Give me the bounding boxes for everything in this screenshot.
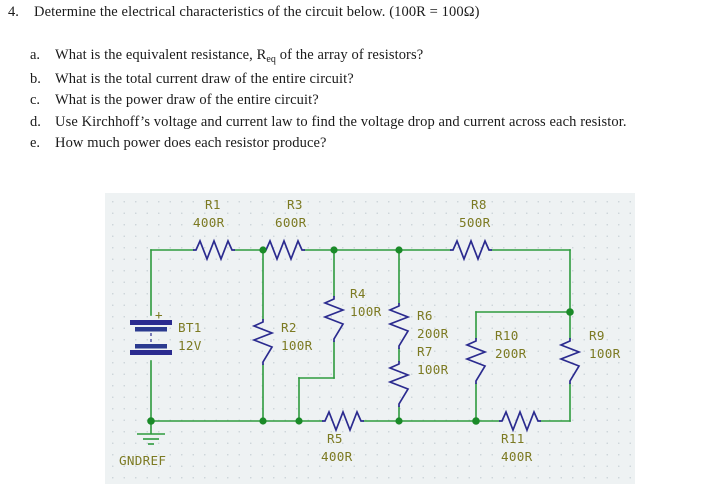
resistor-r8-symbol: [450, 238, 492, 262]
label-r5-ref: R5: [327, 431, 343, 446]
sub-text-a-pre: What is the equivalent resistance, R: [55, 47, 267, 63]
label-r11-value: 400R: [501, 449, 533, 464]
label-r6-value: 200R: [417, 326, 449, 341]
label-r5-value: 400R: [321, 449, 353, 464]
sub-question-a: a. What is the equivalent resistance, Re…: [30, 45, 710, 68]
junction-bottom-r2: [259, 417, 267, 425]
label-r4-value: 100R: [350, 304, 382, 319]
junction-bottom-r4: [295, 417, 303, 425]
label-r1-value: 400R: [193, 215, 225, 230]
resistor-r3-symbol: [263, 238, 305, 262]
sub-question-list: a. What is the equivalent resistance, Re…: [30, 45, 710, 155]
label-r3-ref: R3: [287, 197, 303, 212]
resistor-r2-symbol: [251, 319, 275, 365]
label-r2-ref: R2: [281, 320, 297, 335]
battery-polarity-label: +: [155, 307, 163, 322]
sub-text-d: Use Kirchhoff’s voltage and current law …: [55, 113, 627, 130]
sub-text-a-subscript: eq: [266, 53, 277, 65]
battery-plate-positive: [130, 320, 172, 325]
question-number: 4.: [8, 4, 19, 20]
junction-top-r6: [395, 246, 403, 254]
label-r6-ref: R6: [417, 308, 433, 323]
sub-marker-c: c.: [30, 92, 41, 108]
battery-symbol: [130, 320, 172, 355]
label-bt1-value: 12V: [178, 338, 202, 353]
sub-text-a: What is the equivalent resistance, Req o…: [55, 45, 423, 68]
sub-marker-b: b.: [30, 70, 41, 87]
battery-plate-negative: [130, 350, 172, 355]
sub-question-e: e. How much power does each resistor pro…: [30, 133, 710, 154]
circuit-schematic: + R1 400R R3 600R R8 500R: [119, 197, 621, 468]
resistor-r11-symbol: [499, 409, 541, 433]
label-r11-ref: R11: [501, 431, 525, 446]
label-r4-ref: R4: [350, 286, 366, 301]
question-main: 4. Determine the electrical characterist…: [8, 3, 698, 22]
sub-text-e: How much power does each resistor produc…: [55, 135, 327, 151]
label-r7-ref: R7: [417, 344, 433, 359]
sub-question-b: b. What is the total current draw of the…: [30, 69, 710, 90]
label-r8-value: 500R: [459, 215, 491, 230]
resistor-r7-symbol: [387, 361, 411, 407]
resistor-r9-symbol: [558, 338, 582, 384]
resistor-symbols: [193, 238, 582, 433]
sub-text-c: What is the power draw of the entire cir…: [55, 92, 319, 108]
resistor-r10-symbol: [464, 338, 488, 384]
label-r9-value: 100R: [589, 346, 621, 361]
question-prompt: Determine the electrical characteristics…: [34, 4, 480, 20]
resistor-r5-symbol: [322, 409, 364, 433]
label-r2-value: 100R: [281, 338, 313, 353]
junction-bottom-r10: [472, 417, 480, 425]
label-r10-ref: R10: [495, 328, 519, 343]
sub-text-b: What is the total current draw of the en…: [55, 70, 354, 87]
sub-marker-e: e.: [30, 135, 41, 151]
schematic-labels: R1 400R R3 600R R8 500R R4 100R R6 200R …: [119, 197, 621, 468]
label-r7-value: 100R: [417, 362, 449, 377]
junction-top-r4: [330, 246, 338, 254]
sub-question-c: c. What is the power draw of the entire …: [30, 90, 710, 111]
label-r1-ref: R1: [205, 197, 221, 212]
junction-bottom-r7: [395, 417, 403, 425]
sub-marker-a: a.: [30, 47, 41, 63]
junction-r9-r10-top: [566, 308, 574, 316]
junction-top-r2: [259, 246, 267, 254]
sub-marker-d: d.: [30, 113, 41, 130]
battery-plate-negative-inner: [135, 344, 167, 349]
resistor-r6-symbol: [387, 303, 411, 349]
label-r10-value: 200R: [495, 346, 527, 361]
circuit-schematic-panel: + R1 400R R3 600R R8 500R: [105, 193, 635, 484]
label-r8-ref: R8: [471, 197, 487, 212]
junction-bottom-gnd: [147, 417, 155, 425]
sub-text-a-post: of the array of resistors?: [276, 47, 424, 63]
label-gnd-ref: GNDREF: [119, 453, 166, 468]
wire-network: [150, 249, 571, 422]
label-r3-value: 600R: [275, 215, 307, 230]
label-bt1-ref: BT1: [178, 320, 202, 335]
resistor-r4-symbol: [322, 296, 346, 342]
ground-symbol: [137, 421, 165, 445]
battery-plate-positive-inner: [135, 327, 167, 332]
resistor-r1-symbol: [193, 238, 235, 262]
label-r9-ref: R9: [589, 328, 605, 343]
junction-dots: [147, 246, 574, 425]
sub-question-d: d. Use Kirchhoff’s voltage and current l…: [30, 112, 710, 133]
